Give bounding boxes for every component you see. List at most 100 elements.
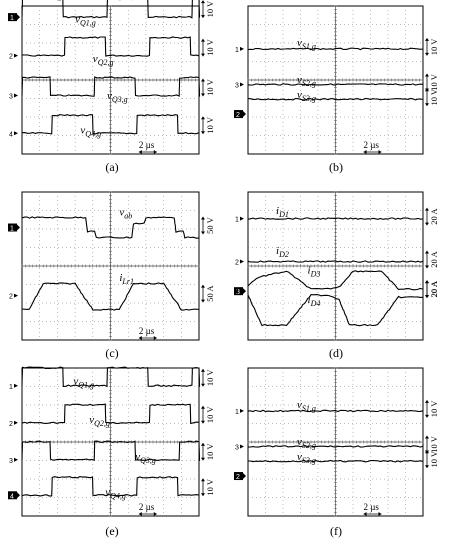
- caption-b: (b): [329, 160, 343, 174]
- channel-marker-b-0: 1: [235, 46, 244, 54]
- trace-c-0: [21, 216, 200, 239]
- channel-marker-d-2: 3: [234, 287, 246, 296]
- channel-marker-a-1: 2: [9, 53, 18, 61]
- trace-label-f-2: vS3,g: [297, 451, 316, 465]
- svg-text:1: 1: [235, 409, 239, 416]
- channel-marker-d-0: 1: [235, 216, 244, 224]
- svg-text:2: 2: [236, 112, 240, 119]
- scope-grid: [247, 191, 424, 341]
- svg-text:2 µs: 2 µs: [364, 502, 380, 512]
- svg-text:10 V: 10 V: [205, 38, 215, 55]
- svg-text:20 A: 20 A: [429, 280, 439, 297]
- scale-label-a-2: 10 V: [201, 78, 215, 97]
- channel-marker-f-3: 2: [234, 472, 246, 481]
- trace-d-1: [247, 260, 424, 263]
- scale-label-d-0: 20 A: [425, 208, 439, 226]
- trace-b-0: [247, 47, 424, 51]
- scale-label-d-1: 20 A: [425, 251, 439, 269]
- trace-label-c-1: iLr1: [119, 272, 134, 286]
- svg-text:10 V: 10 V: [205, 478, 215, 495]
- channel-marker-a-2: 3: [9, 93, 18, 101]
- channel-marker-e-0: 1: [9, 383, 18, 391]
- svg-text:2: 2: [235, 260, 239, 267]
- svg-text:20 A: 20 A: [429, 251, 439, 268]
- scale-label-a-0: 10 V: [201, 0, 215, 19]
- trace-label-e-1: vQ2,g: [89, 414, 110, 428]
- scope-grid: [247, 5, 424, 155]
- svg-text:2 µs: 2 µs: [364, 140, 380, 150]
- channel-marker-a-0: 1: [8, 13, 20, 22]
- svg-text:10 V: 10 V: [205, 116, 215, 133]
- time-scale: 2 µs: [363, 140, 382, 154]
- channel-marker-b-1: 3: [235, 82, 244, 89]
- trace-label-d-2: iD3: [308, 264, 321, 278]
- trace-f-1: [247, 445, 424, 448]
- trace-a-0: [21, 0, 201, 19]
- caption-c: (c): [105, 346, 119, 360]
- svg-text:10 V: 10 V: [205, 443, 215, 460]
- trace-label-a-1: vQ2,g: [93, 53, 114, 67]
- scale-label-b-2: 10 V: [425, 88, 439, 107]
- time-scale: 2 µs: [138, 326, 157, 340]
- channel-marker-d-3: 4: [235, 289, 244, 296]
- scale-label-f-2: 10 V: [425, 450, 439, 469]
- time-scale: 2 µs: [138, 502, 157, 516]
- svg-text:1: 1: [235, 47, 239, 54]
- svg-text:4: 4: [235, 289, 239, 296]
- trace-e-2: [21, 440, 201, 462]
- svg-text:2: 2: [9, 421, 13, 428]
- trace-label-a-2: vQ3,g: [107, 90, 128, 104]
- scale-label-c-1: 50 A: [201, 285, 215, 303]
- trace-d-2: [247, 270, 424, 291]
- svg-text:20 A: 20 A: [429, 280, 439, 297]
- svg-text:10 V: 10 V: [429, 450, 439, 467]
- svg-text:10 V: 10 V: [429, 38, 439, 55]
- svg-text:10 V: 10 V: [205, 406, 215, 423]
- scope-grid: [247, 367, 424, 517]
- svg-text:3: 3: [236, 289, 240, 296]
- svg-text:2: 2: [9, 294, 13, 301]
- trace-a-2: [21, 76, 201, 97]
- scale-label-a-3: 10 V: [201, 116, 215, 135]
- svg-text:1: 1: [9, 384, 13, 391]
- time-scale: 2 µs: [138, 140, 157, 154]
- caption-a: (a): [105, 160, 119, 174]
- trace-c-1: [21, 282, 200, 311]
- trace-d-0: [247, 217, 424, 220]
- svg-text:50 V: 50 V: [205, 216, 215, 233]
- trace-f-0: [247, 409, 424, 413]
- scope-grid: [21, 5, 200, 155]
- scale-label-e-3: 10 V: [201, 478, 215, 497]
- scope-grid: [21, 191, 200, 341]
- svg-text:2 µs: 2 µs: [139, 326, 155, 336]
- svg-text:3: 3: [9, 458, 13, 465]
- trace-e-0: [21, 366, 201, 388]
- scale-label-d-3: 20 A: [425, 280, 439, 299]
- trace-label-f-0: vS1,g: [297, 399, 316, 413]
- trace-label-a-3: vQ4,g: [80, 124, 101, 138]
- svg-text:10 V: 10 V: [429, 73, 439, 90]
- scale-label-f-0: 10 V: [425, 400, 439, 418]
- scale-label-b-0: 10 V: [425, 38, 439, 56]
- channel-marker-c-0: 1: [8, 223, 20, 233]
- trace-label-b-0: vS1,g: [297, 37, 316, 51]
- trace-label-b-2: vS3,g: [297, 89, 316, 103]
- trace-label-d-0: iD1: [276, 205, 289, 219]
- caption-d: (d): [329, 346, 343, 360]
- svg-text:2 µs: 2 µs: [139, 502, 155, 512]
- channel-marker-e-2: 3: [9, 457, 18, 465]
- trace-e-3: [21, 476, 200, 497]
- svg-text:3: 3: [9, 94, 13, 101]
- trace-label-b-1: vS2,g: [297, 74, 316, 88]
- caption-f: (f): [330, 524, 342, 538]
- channel-marker-b-3: 2: [234, 110, 246, 119]
- svg-text:4: 4: [10, 493, 14, 500]
- trace-label-e-2: vQ3,g: [135, 451, 156, 465]
- svg-text:10 V: 10 V: [205, 0, 215, 17]
- channel-marker-f-0: 1: [235, 408, 244, 416]
